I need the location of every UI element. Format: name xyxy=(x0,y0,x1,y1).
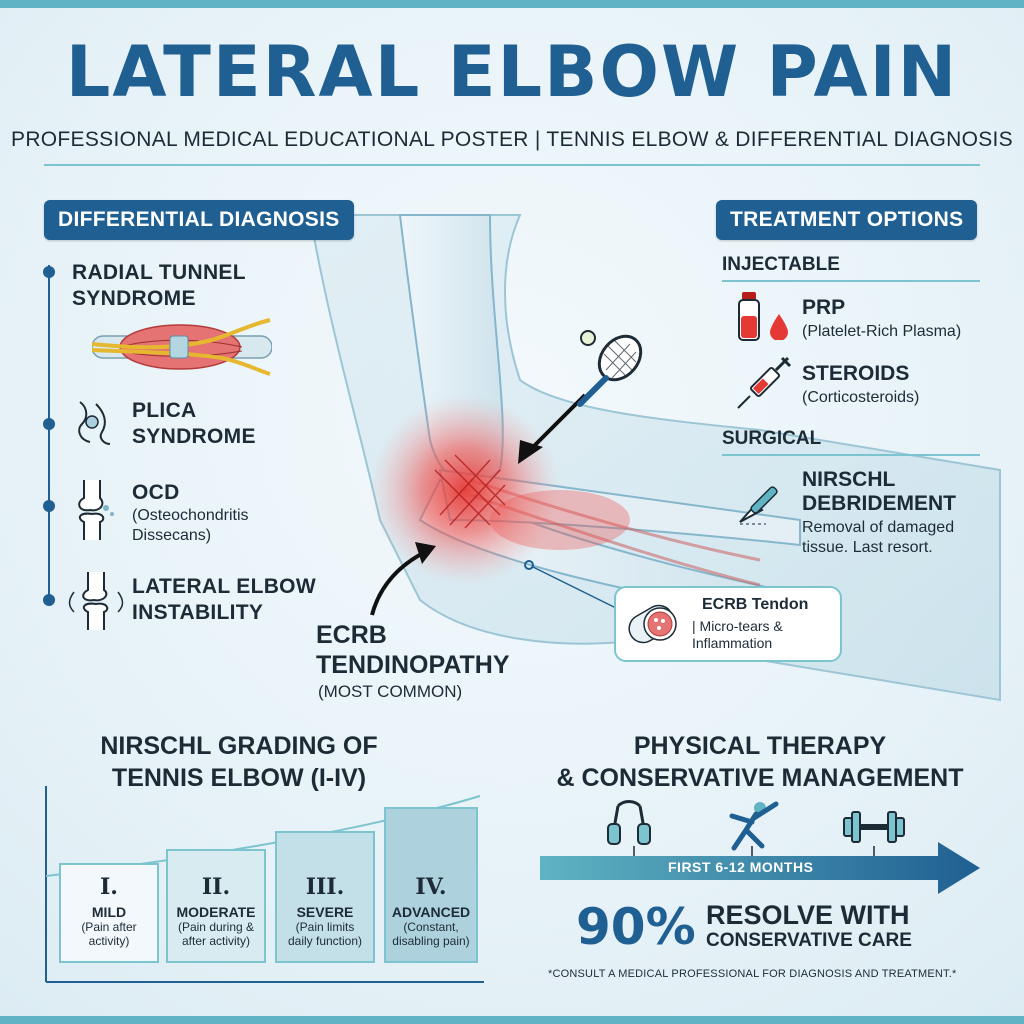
ocd-label: OCD xyxy=(132,481,180,504)
timeline-dot xyxy=(43,418,55,430)
blood-drop-icon xyxy=(770,314,788,340)
injectable-divider xyxy=(722,280,980,282)
poster-subtitle: PROFESSIONAL MEDICAL EDUCATIONAL POSTER … xyxy=(11,128,1013,151)
syringe-icon xyxy=(737,356,792,409)
grade-4: IV. ADVANCED (Constant, disabling pain) xyxy=(391,874,471,948)
callout-title: ECRB Tendon xyxy=(702,596,809,613)
vial-icon xyxy=(738,292,760,341)
surgical-heading: SURGICAL xyxy=(722,428,822,449)
poster-title: LATERAL ELBOW PAIN xyxy=(65,31,959,113)
grade-box xyxy=(275,831,375,963)
header-divider xyxy=(44,164,980,166)
steroids-name: STEROIDS xyxy=(802,362,910,385)
differential-diagnosis-heading: DIFFERENTIAL DIAGNOSIS xyxy=(44,200,354,240)
nerve-muscle-icon xyxy=(92,318,272,376)
prp-name: PRP xyxy=(802,296,846,319)
prp-desc: (Platelet-Rich Plasma) xyxy=(802,323,962,340)
callout-text: | Micro-tears &Inflammation xyxy=(692,618,783,651)
surgical-divider xyxy=(722,454,980,456)
grade-2: II. MODERATE (Pain during & after activi… xyxy=(176,874,256,948)
disclaimer: *CONSULT A MEDICAL PROFESSIONAL FOR DIAG… xyxy=(548,968,957,980)
timeline-dot xyxy=(43,594,55,606)
tennis-racket-icon xyxy=(577,330,643,407)
plica-icon xyxy=(78,401,111,445)
ocd-joint-icon xyxy=(78,480,114,540)
resolution-percentage: 90% xyxy=(576,898,696,956)
timeline-arrow xyxy=(540,842,980,894)
grade-box xyxy=(384,807,478,963)
pain-glow xyxy=(370,395,560,585)
timeline-dot xyxy=(43,500,55,512)
physical-therapy-title: PHYSICAL THERAPY& CONSERVATIVE MANAGEMEN… xyxy=(556,732,964,792)
treatment-options-heading: TREATMENT OPTIONS xyxy=(716,200,978,240)
ecrb-note: (MOST COMMON) xyxy=(318,682,463,701)
resolution-line1: RESOLVE WITH xyxy=(706,900,910,930)
hand-gripper-icon xyxy=(607,800,651,845)
grade-1: I. MILD (Pain after activity) xyxy=(81,874,137,948)
resolution-line2: CONSERVATIVE CARE xyxy=(706,930,912,951)
top-accent-bar xyxy=(0,0,1024,8)
scalpel-icon xyxy=(739,486,778,525)
bottom-accent-bar xyxy=(0,1016,1024,1024)
timeline-dot xyxy=(43,266,55,278)
grade-3: III. SEVERE (Pain limits daily function) xyxy=(287,874,363,948)
stretching-figure-icon xyxy=(729,801,779,851)
grade-box xyxy=(59,863,159,963)
steroids-desc: (Corticosteroids) xyxy=(802,389,920,406)
instability-joint-icon xyxy=(68,572,124,630)
injectable-heading: INJECTABLE xyxy=(722,254,840,275)
grading-chart xyxy=(45,786,484,983)
grade-box xyxy=(166,849,266,963)
dumbbell-icon xyxy=(843,811,905,843)
ecrb-tendon-callout: ECRB Tendon | Micro-tears &Inflammation xyxy=(614,586,842,662)
timeline-label: FIRST 6-12 MONTHS xyxy=(668,859,814,875)
tendon-cross-section-icon xyxy=(628,604,677,644)
timeline-line xyxy=(48,265,50,605)
